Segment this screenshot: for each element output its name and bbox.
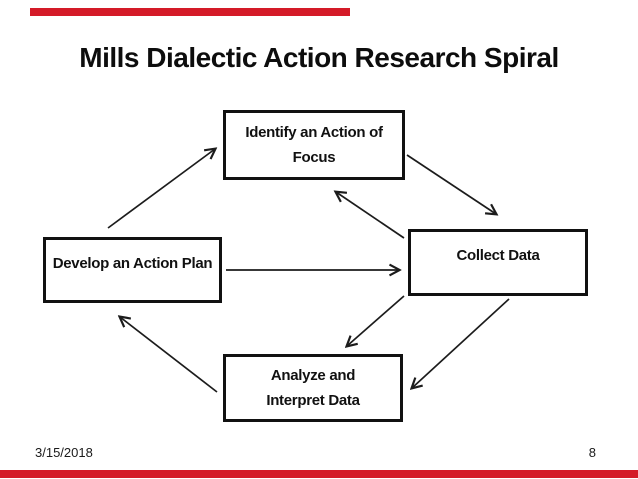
arrow-collect-to-identify xyxy=(336,192,405,239)
node-label: Develop an Action Plan xyxy=(52,255,213,272)
node-label: Identify an Action of Focus xyxy=(245,124,383,166)
arrow-collect-to-analyze-left xyxy=(347,295,405,346)
footer-date: 3/15/2018 xyxy=(35,445,93,460)
slide-number: 8 xyxy=(588,445,596,460)
node-identify-action-of-focus: Identify an Action of Focus xyxy=(223,110,405,180)
top-accent-bar xyxy=(30,8,350,16)
node-label: Collect Data xyxy=(456,247,540,264)
arrow-analyze-to-develop xyxy=(120,317,218,393)
arrow-collect-to-analyze-right xyxy=(412,298,510,388)
node-collect-data: Collect Data xyxy=(408,229,588,296)
arrow-identify-to-collect xyxy=(406,154,496,214)
node-analyze-interpret-data: Analyze and Interpret Data xyxy=(223,354,403,422)
slide-title: Mills Dialectic Action Research Spiral xyxy=(79,42,559,73)
arrow-develop-to-identify xyxy=(107,149,215,229)
node-develop-action-plan: Develop an Action Plan xyxy=(43,237,222,303)
node-label: Analyze and Interpret Data xyxy=(266,367,360,409)
bottom-accent-bar xyxy=(0,470,638,478)
